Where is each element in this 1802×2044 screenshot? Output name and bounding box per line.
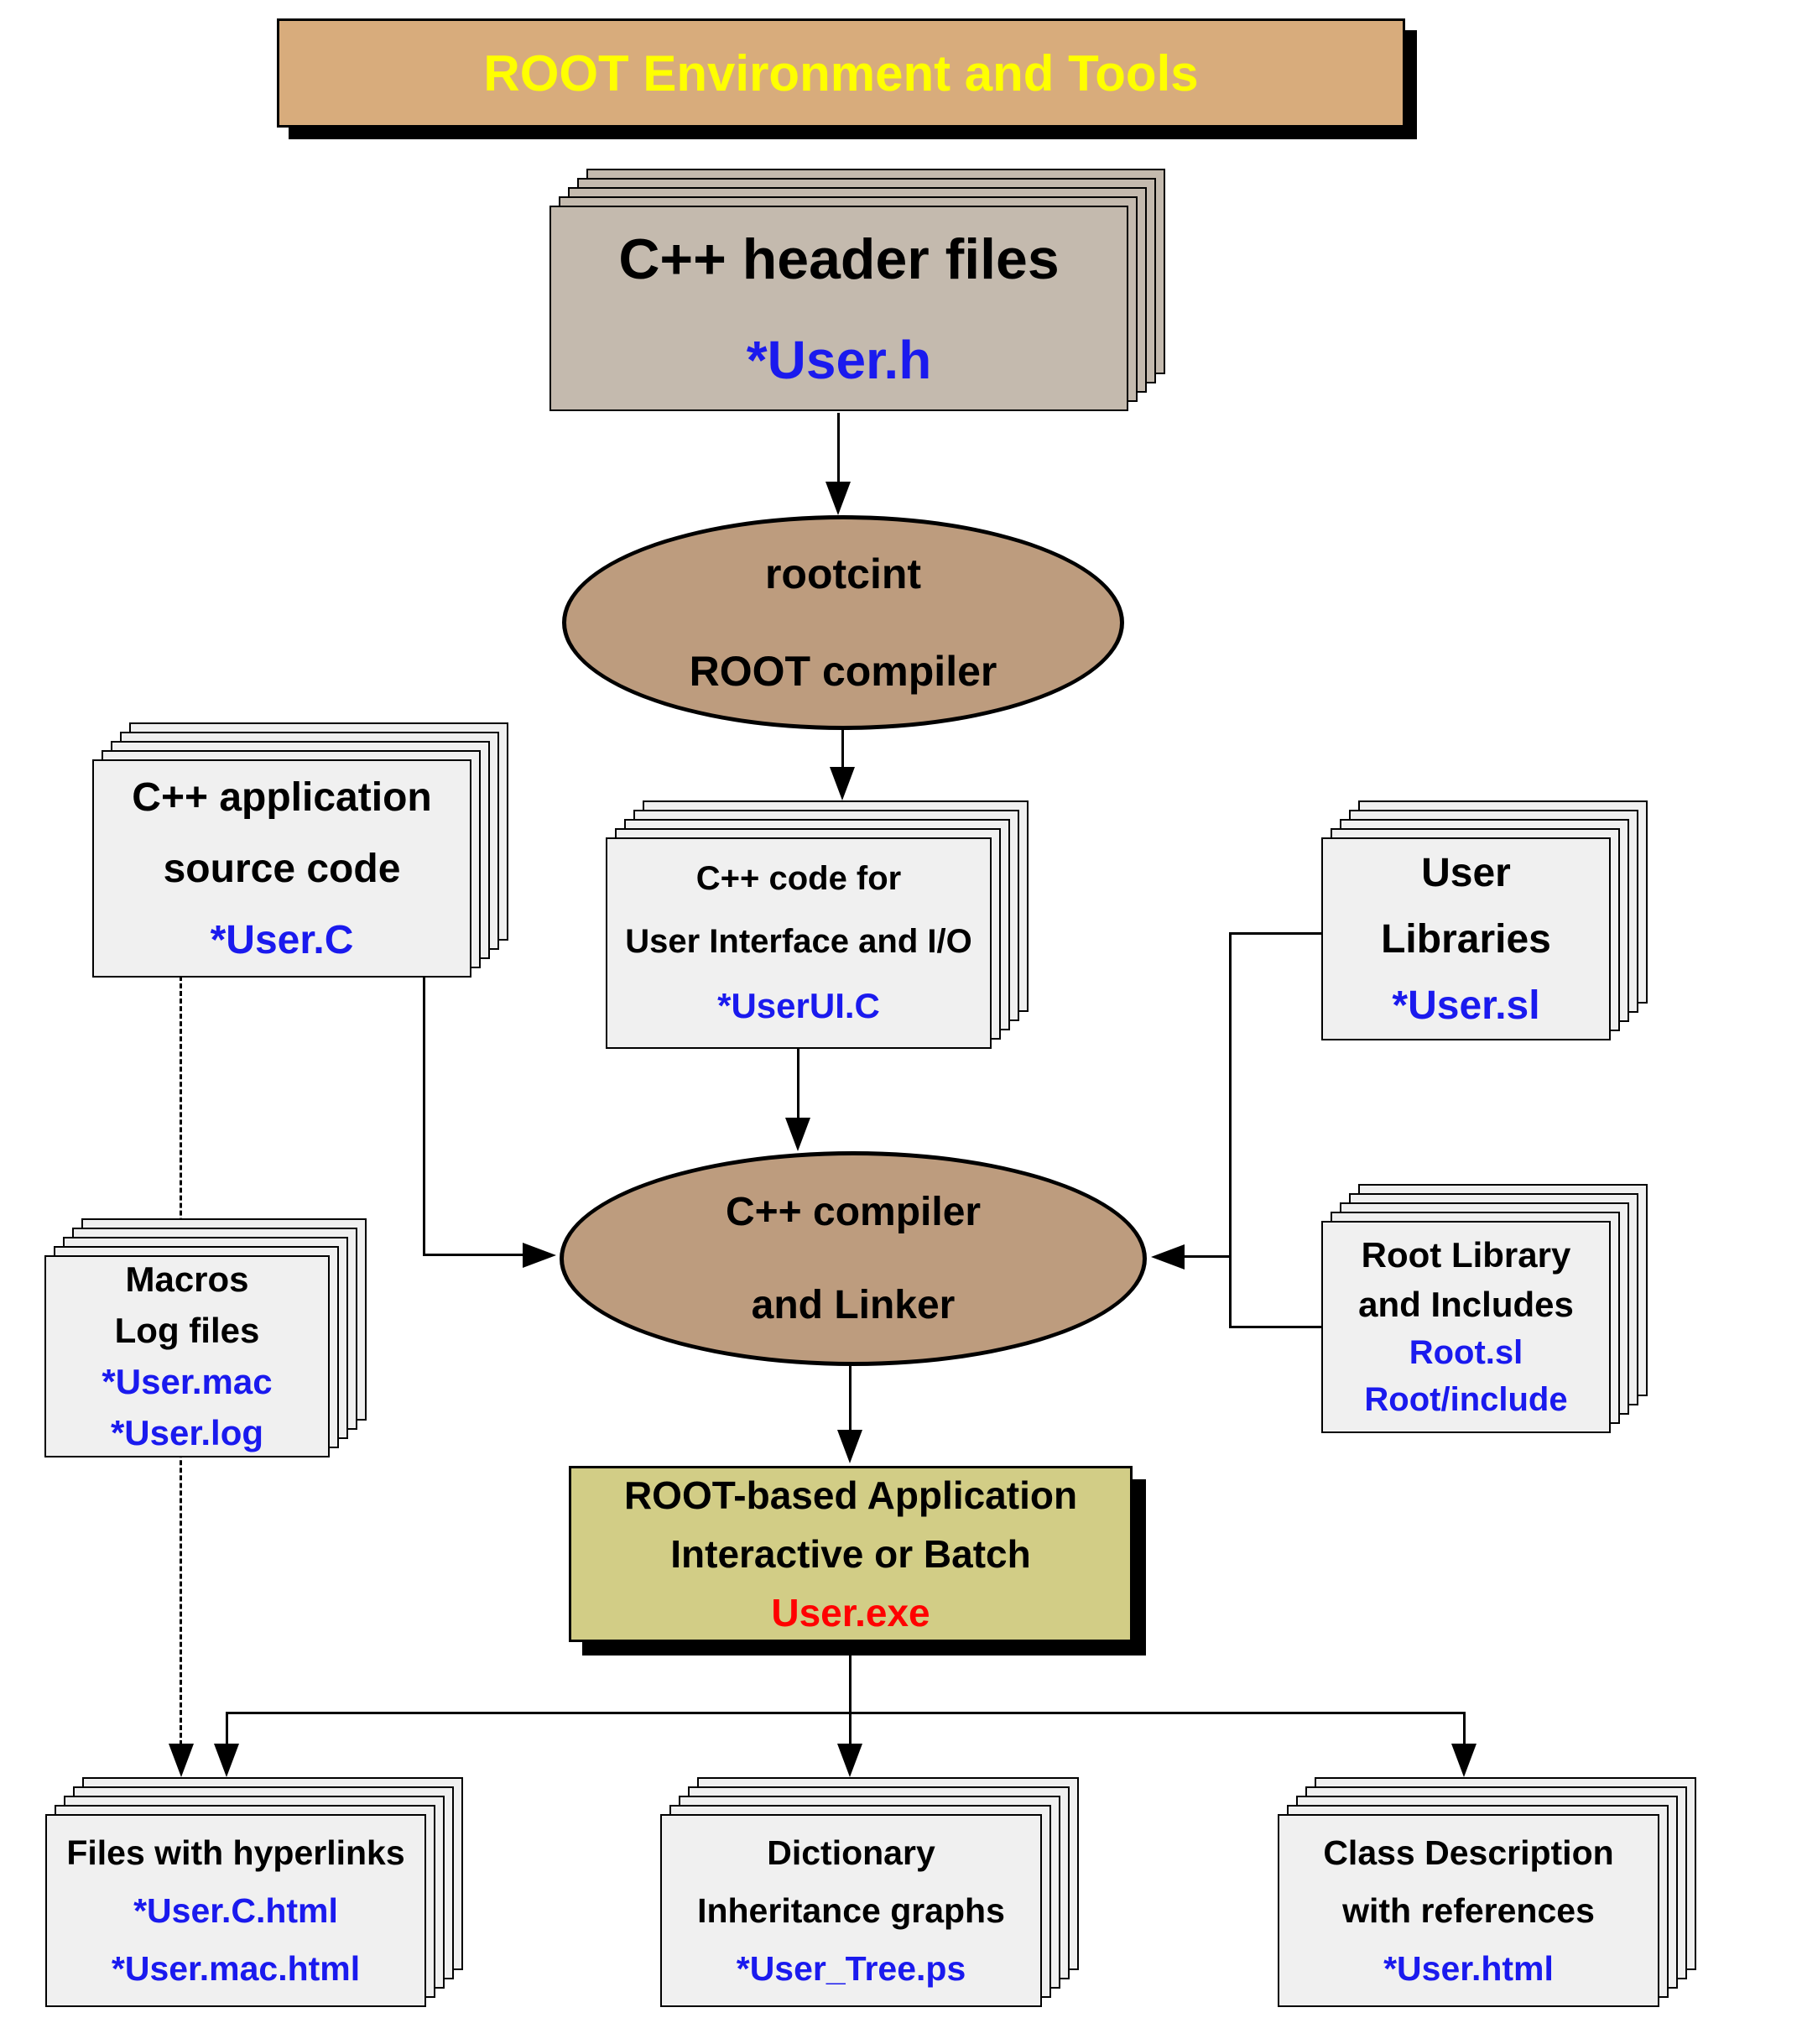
page-title: ROOT Environment and Tools [483, 44, 1199, 102]
files-hyperlinks-label: Files with hyperlinks [66, 1833, 405, 1872]
arrow-left-icon [1151, 1244, 1185, 1270]
dictionary-filename: *User_Tree.ps [736, 1948, 966, 1988]
compiler-label: C++ compiler [725, 1190, 982, 1234]
files-hyperlinks-filename-2: *User.mac.html [111, 1948, 361, 1988]
node-user-libraries: User Libraries *User.sl [1321, 800, 1648, 1040]
user-libraries-label-2: Libraries [1381, 916, 1551, 962]
arrow-down-icon [785, 1118, 810, 1151]
connector-right-bus [1229, 932, 1232, 1328]
root-library-filename-2: Root/include [1364, 1381, 1568, 1418]
rootcint-label: rootcint [764, 550, 922, 597]
arrow-down-icon [825, 482, 851, 515]
node-macros: Macros Log files *User.mac *User.log [44, 1218, 367, 1457]
application-label-2: Interactive or Batch [670, 1532, 1031, 1576]
class-description-label-1: Class Description [1323, 1833, 1614, 1872]
connector-rootcint-to-uicode [841, 728, 844, 770]
node-root-library: Root Library and Includes Root.sl Root/i… [1321, 1184, 1648, 1433]
node-application: ROOT-based Application Interactive or Ba… [569, 1466, 1133, 1642]
ui-code-filename: *UserUI.C [717, 986, 880, 1025]
arrow-down-icon [1451, 1744, 1476, 1777]
header-files-label: C++ header files [618, 227, 1060, 291]
connector-bus-to-compiler [1183, 1255, 1232, 1258]
source-code-filename: *User.C [210, 917, 354, 962]
node-source-code: C++ application source code *User.C [92, 722, 508, 978]
connector-app-down [849, 1642, 852, 1745]
macros-label-1: Macros [125, 1259, 249, 1299]
title-bar: ROOT Environment and Tools [277, 18, 1405, 128]
ui-code-label-2: User Interface and I/O [625, 923, 972, 960]
connector-drop-left [226, 1712, 228, 1747]
arrow-down-icon [169, 1744, 194, 1777]
node-compiler: C++ compiler and Linker [560, 1151, 1147, 1366]
root-library-filename-1: Root.sl [1409, 1334, 1523, 1371]
macros-filename-1: *User.mac [102, 1362, 273, 1401]
source-code-label-1: C++ application [132, 774, 432, 820]
header-files-filename: *User.h [746, 329, 932, 390]
root-library-label-1: Root Library [1361, 1235, 1571, 1275]
rootcint-sublabel: ROOT compiler [689, 648, 997, 695]
application-filename: User.exe [771, 1591, 930, 1635]
files-hyperlinks-filename-1: *User.C.html [133, 1890, 338, 1930]
root-library-label-2: and Includes [1358, 1285, 1574, 1324]
connector-source-down [423, 976, 425, 1256]
macros-label-2: Log files [114, 1311, 260, 1350]
node-files-hyperlinks: Files with hyperlinks *User.C.html *User… [45, 1777, 463, 2007]
connector-drop-right [1463, 1712, 1466, 1747]
node-header-files: C++ header files *User.h [549, 169, 1165, 411]
compiler-sublabel: and Linker [751, 1283, 956, 1327]
application-label-1: ROOT-based Application [623, 1473, 1078, 1517]
class-description-filename: *User.html [1383, 1948, 1554, 1988]
node-class-description: Class Description with references *User.… [1278, 1777, 1696, 2007]
dictionary-label-2: Inheritance graphs [697, 1890, 1005, 1930]
arrow-down-icon [837, 1430, 862, 1463]
connector-fanout-bus [226, 1712, 1466, 1714]
dictionary-label-1: Dictionary [767, 1833, 935, 1872]
node-rootcint: rootcint ROOT compiler [562, 515, 1124, 730]
connector-uicode-to-compiler [797, 1049, 799, 1121]
arrow-down-icon [214, 1744, 239, 1777]
connector-source-right [423, 1254, 525, 1256]
class-description-label-2: with references [1342, 1890, 1595, 1930]
source-code-label-2: source code [163, 846, 401, 891]
arrow-down-icon [830, 767, 855, 800]
macros-filename-2: *User.log [110, 1413, 264, 1452]
node-ui-code: C++ code for User Interface and I/O *Use… [606, 800, 1029, 1049]
arrow-down-icon [837, 1744, 862, 1777]
connector-compiler-to-app [849, 1364, 852, 1433]
node-dictionary: Dictionary Inheritance graphs *User_Tree… [660, 1777, 1079, 2007]
connector-rootlib-branch [1229, 1326, 1323, 1328]
user-libraries-filename: *User.sl [1392, 983, 1540, 1028]
connector-userlib-branch [1229, 932, 1323, 935]
arrow-right-icon [523, 1243, 556, 1268]
connector-header-to-rootcint [837, 413, 840, 487]
ui-code-label-1: C++ code for [695, 860, 902, 897]
user-libraries-label-1: User [1421, 850, 1511, 895]
